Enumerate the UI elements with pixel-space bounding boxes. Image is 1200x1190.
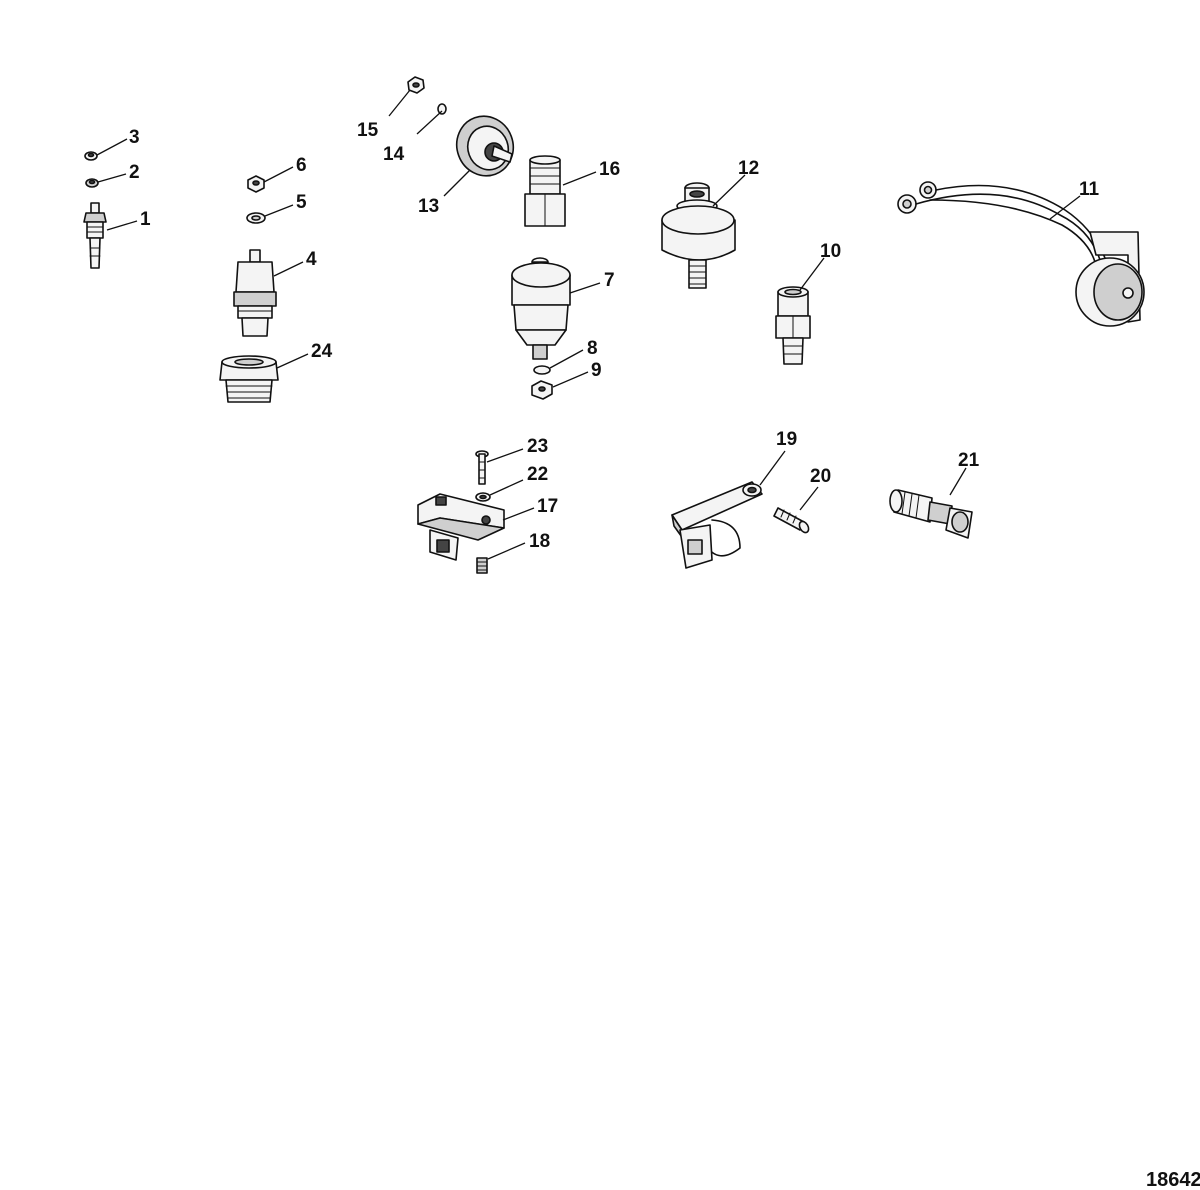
leader-9	[552, 371, 589, 388]
part-15-nut	[407, 76, 425, 94]
callout-23: 23	[527, 436, 548, 457]
leader-12	[712, 174, 746, 207]
part-11-sensor-harness	[897, 181, 1145, 327]
part-16-adapter	[524, 155, 566, 227]
callout-1: 1	[140, 209, 151, 230]
part-1-sender	[83, 202, 107, 269]
leader-24	[276, 353, 309, 369]
leader-19	[759, 450, 786, 486]
part-4-sender	[233, 249, 277, 337]
leader-lines	[96, 89, 1081, 560]
leader-11	[1049, 195, 1081, 220]
part-19-sensor-bracket	[671, 481, 763, 569]
part-10-fitting	[775, 286, 811, 365]
callout-6: 6	[296, 155, 307, 176]
callout-20: 20	[810, 466, 831, 487]
leader-23	[486, 448, 524, 463]
leader-17	[502, 507, 535, 521]
leader-1	[106, 220, 138, 231]
callout-9: 9	[591, 360, 602, 381]
callout-14: 14	[383, 144, 405, 165]
part-22-washer	[475, 492, 491, 502]
part-9-nut	[531, 380, 553, 400]
reference-number: 18642	[1146, 1169, 1200, 1190]
leader-16	[562, 171, 597, 186]
part-14-washer	[437, 103, 447, 115]
callout-17: 17	[537, 496, 558, 517]
part-17-map-sensor	[417, 493, 505, 561]
callout-2: 2	[129, 162, 140, 183]
leader-5	[264, 204, 294, 217]
leader-10	[799, 257, 825, 291]
part-3-nut	[84, 151, 98, 161]
callout-11: 11	[1079, 179, 1100, 200]
leader-2	[97, 173, 127, 183]
part-24-fitting	[219, 355, 279, 403]
callout-15: 15	[357, 120, 379, 141]
callout-7: 7	[604, 270, 615, 291]
leader-14	[416, 110, 443, 135]
callout-22: 22	[527, 464, 548, 485]
leader-6	[263, 166, 294, 183]
part-12-sensor	[661, 182, 736, 289]
part-6-nut	[247, 175, 265, 193]
callout-18: 18	[529, 531, 550, 552]
leader-15	[388, 89, 411, 117]
part-5-washer	[246, 212, 266, 224]
leader-7	[569, 282, 601, 294]
leader-8	[549, 349, 584, 369]
leader-21	[949, 467, 967, 496]
leader-3	[96, 138, 128, 156]
leader-13	[443, 169, 471, 197]
callout-16: 16	[599, 159, 620, 180]
part-21-sensor	[889, 489, 973, 539]
callout-5: 5	[296, 192, 307, 213]
leader-18	[487, 542, 526, 560]
leader-22	[489, 479, 524, 496]
part-18-plug	[476, 557, 488, 574]
callout-8: 8	[587, 338, 598, 359]
callout-19: 19	[776, 429, 797, 450]
part-2-washer	[85, 178, 99, 188]
part-7-oil-pressure-sender	[511, 257, 571, 360]
callout-12: 12	[738, 158, 759, 179]
part-20-screw	[773, 507, 810, 534]
callout-3: 3	[129, 127, 140, 148]
callout-13: 13	[418, 196, 439, 217]
callout-10: 10	[820, 241, 841, 262]
leader-4	[273, 261, 304, 277]
part-23-screw	[475, 450, 489, 485]
callout-21: 21	[958, 450, 980, 471]
callout-labels: 1 2 3 4 5 6 7 8 9 10 11 12 13 14 15 16 1…	[129, 120, 1100, 552]
part-13-sender	[455, 115, 515, 177]
callout-24: 24	[311, 341, 333, 362]
leader-20	[799, 486, 819, 511]
part-8-washer	[533, 365, 551, 375]
callout-4: 4	[306, 249, 317, 270]
